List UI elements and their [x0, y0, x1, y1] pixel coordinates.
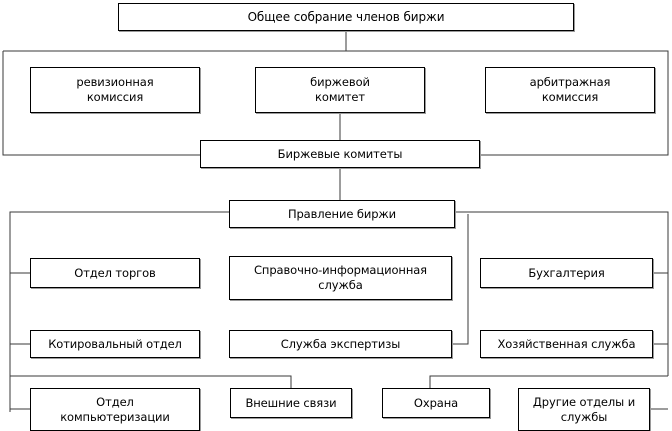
node-arbitration-commission[interactable]: арбитражная комиссия — [485, 67, 655, 113]
node-general-assembly[interactable]: Общее собрание членов биржи — [118, 3, 574, 31]
node-label: ревизионная комиссия — [76, 75, 154, 104]
node-label: Котировальный отдел — [48, 336, 182, 351]
node-external-relations[interactable]: Внешние связи — [230, 388, 352, 418]
node-label: Правление биржи — [287, 206, 397, 221]
node-label: биржевой комитет — [310, 75, 370, 104]
node-label: Хозяйственная служба — [497, 336, 636, 351]
node-label: Справочно-информационная служба — [253, 263, 428, 292]
connector-bottom-rail-left — [10, 375, 292, 388]
node-security[interactable]: Охрана — [382, 388, 490, 418]
connector-board-mid-rail — [452, 214, 469, 345]
node-quotation-department[interactable]: Котировальный отдел — [30, 330, 200, 358]
connector-board-left-rail — [9, 211, 229, 412]
node-exchange-committees[interactable]: Биржевые комитеты — [200, 140, 480, 168]
connector-level2-frame — [2, 50, 669, 156]
node-label: Отдел компьютеризации — [60, 394, 170, 424]
node-exchange-board[interactable]: Правление биржи — [229, 200, 455, 228]
node-label: Биржевые комитеты — [277, 146, 403, 161]
node-economic-service[interactable]: Хозяйственная служба — [480, 330, 653, 358]
node-label: Другие отделы и службы — [532, 394, 636, 424]
node-label: Бухгалтерия — [528, 265, 605, 280]
connector-bottom-rail-right — [429, 375, 668, 388]
node-label: Внешние связи — [245, 395, 337, 410]
node-expertise-service[interactable]: Служба экспертизы — [229, 330, 452, 358]
node-accounting[interactable]: Бухгалтерия — [480, 258, 653, 288]
node-label: Служба экспертизы — [280, 336, 401, 351]
node-other-departments[interactable]: Другие отделы и службы — [518, 388, 650, 431]
node-audit-commission[interactable]: ревизионная комиссия — [30, 67, 200, 113]
node-information-service[interactable]: Справочно-информационная служба — [229, 256, 452, 300]
node-label: Общее собрание членов биржи — [247, 9, 445, 24]
node-label: арбитражная комиссия — [529, 75, 611, 104]
node-exchange-committee[interactable]: биржевой комитет — [255, 67, 425, 113]
node-label: Охрана — [413, 395, 459, 410]
connector-board-right-rail — [455, 211, 669, 376]
node-computerization-department[interactable]: Отдел компьютеризации — [30, 388, 200, 431]
node-label: Отдел торгов — [74, 265, 156, 280]
node-trading-department[interactable]: Отдел торгов — [30, 258, 200, 288]
